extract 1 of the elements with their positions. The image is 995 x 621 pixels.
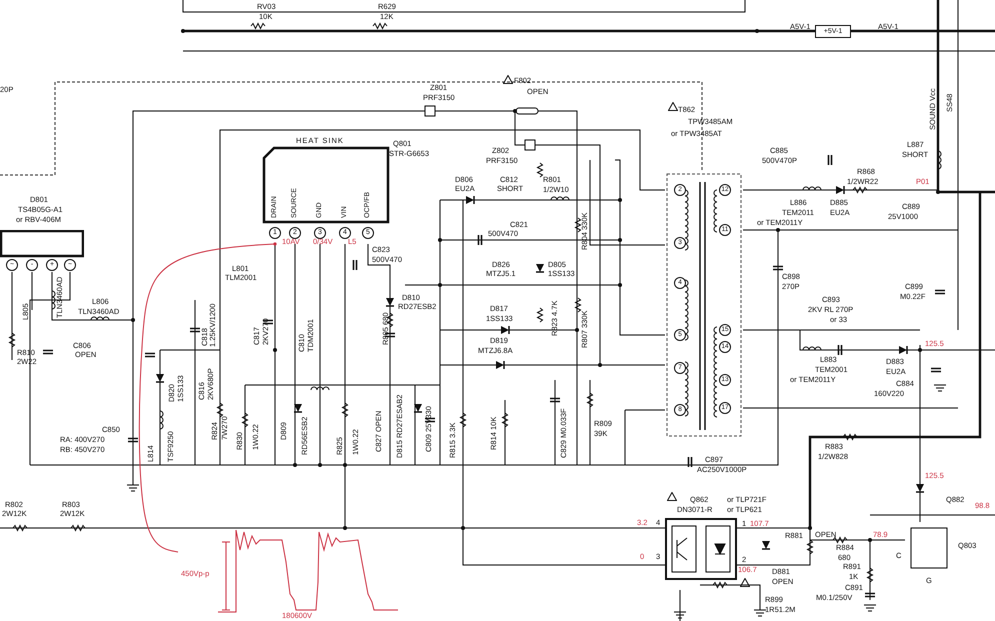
leader-line: [138, 242, 277, 552]
